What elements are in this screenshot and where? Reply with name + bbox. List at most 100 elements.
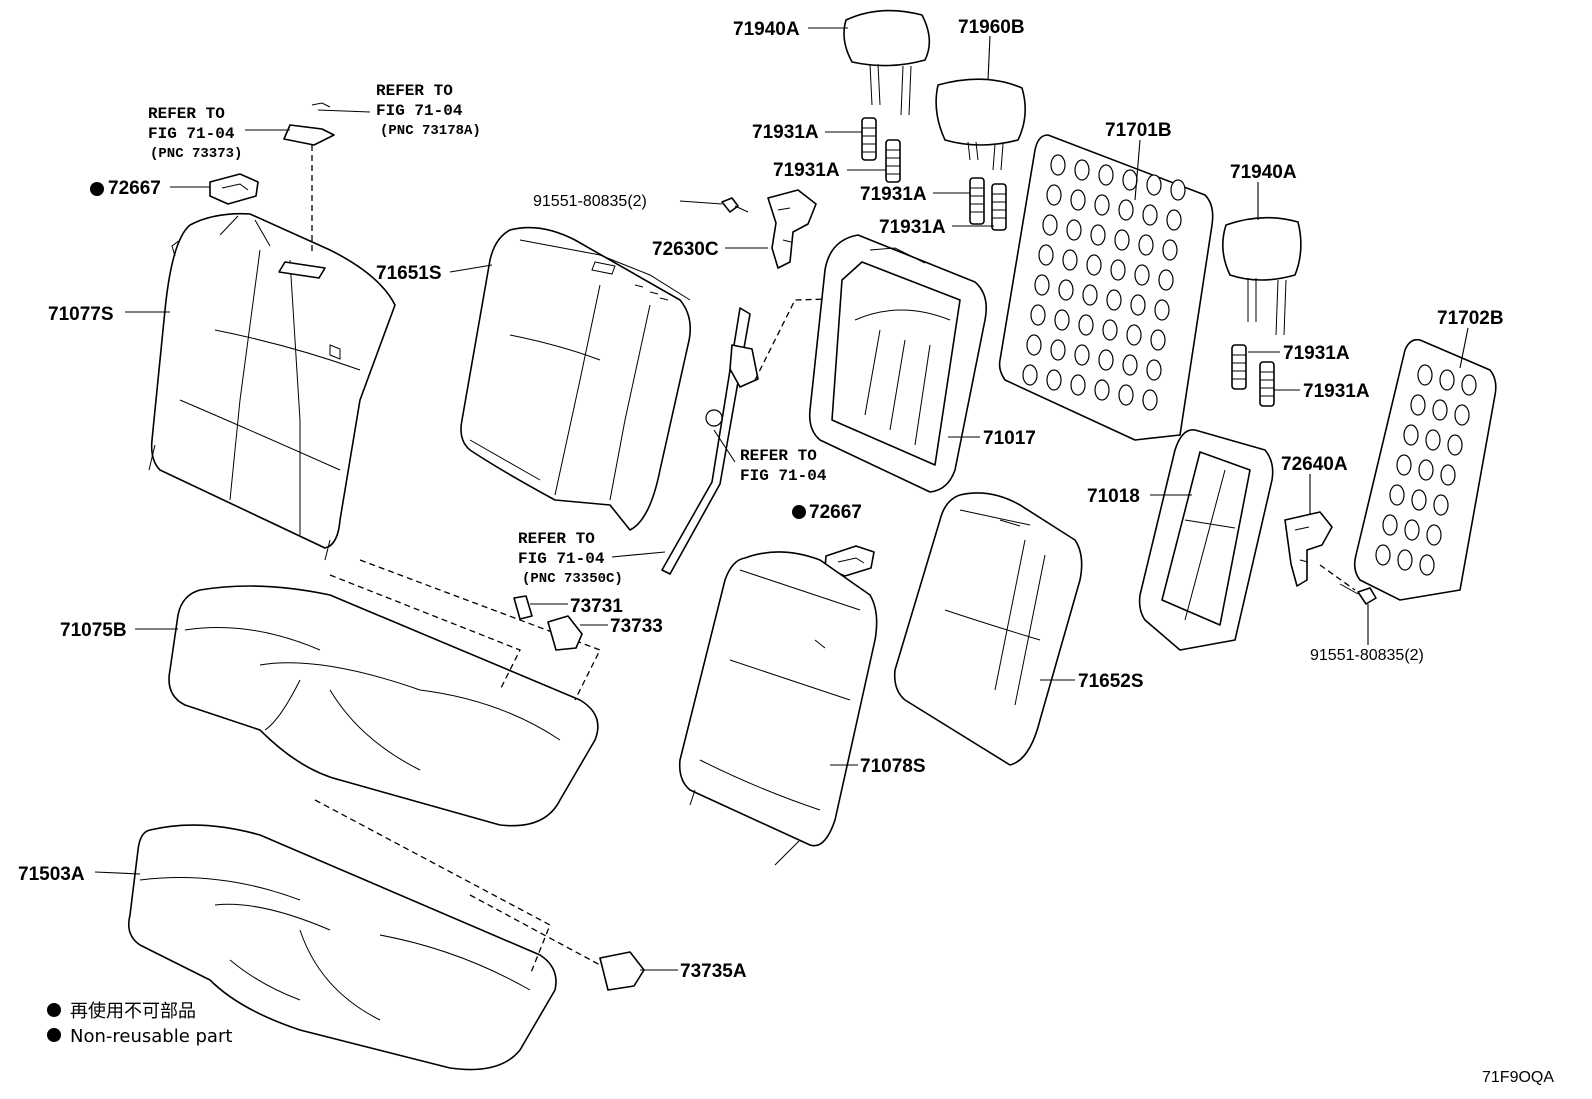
headrest-71940a-right[interactable] xyxy=(1222,216,1302,336)
pad-hole xyxy=(1166,209,1182,231)
pad-hole xyxy=(1126,324,1142,346)
callout-71075b: 71075B xyxy=(60,620,127,641)
pad-hole xyxy=(1432,399,1448,421)
pad-hole xyxy=(1375,544,1391,566)
headrest-guide-4[interactable] xyxy=(991,183,1007,231)
pad-hole xyxy=(1433,494,1449,516)
seatback-cover-71077s[interactable] xyxy=(148,212,396,561)
refer-note-3: REFER TO FIG 71-04 xyxy=(740,447,827,485)
callout-71931a-5: 71931A xyxy=(1283,343,1350,364)
callout-71931a-1: 71931A xyxy=(752,122,819,143)
pad-hole xyxy=(1030,304,1046,326)
headrest-guide-5[interactable] xyxy=(1231,344,1247,390)
figure-code: 71F9OQA xyxy=(1482,1069,1554,1086)
pad-hole xyxy=(1122,354,1138,376)
clip-73735a[interactable] xyxy=(599,951,645,991)
headrest-guide-2[interactable] xyxy=(885,139,901,183)
callout-71503a: 71503A xyxy=(18,864,85,885)
legend-text-jp: 再使用不可部品 xyxy=(70,1001,196,1022)
pad-hole xyxy=(1122,169,1138,191)
callout-73733: 73733 xyxy=(610,616,663,637)
callout-71931a-2: 71931A xyxy=(773,160,840,181)
seat-cushion-cover-71075b[interactable] xyxy=(168,585,599,827)
legend-text-en: Non-reusable part xyxy=(70,1026,232,1047)
svg-text:(PNC 73178A): (PNC 73178A) xyxy=(380,123,481,139)
callout-73735a: 73735A xyxy=(680,961,747,982)
part-72667-upper[interactable] xyxy=(209,173,259,205)
clip-73731[interactable] xyxy=(513,595,533,620)
seatback-cover-71651s[interactable] xyxy=(460,226,691,531)
pad-hole xyxy=(1110,259,1126,281)
refer-note-2: REFER TO FIG 71-04 (PNC 73178A) xyxy=(376,82,481,139)
pad-hole xyxy=(1410,394,1426,416)
headrest-guide-6[interactable] xyxy=(1259,361,1275,407)
pad-hole xyxy=(1042,214,1058,236)
seatback-pad-71702b[interactable] xyxy=(1353,338,1497,601)
pad-hole xyxy=(1086,254,1102,276)
svg-text:REFER TO: REFER TO xyxy=(376,82,453,100)
pad-hole xyxy=(1106,289,1122,311)
pad-hole xyxy=(1034,274,1050,296)
callout-71017: 71017 xyxy=(983,428,1036,449)
bolt-91551-upper[interactable] xyxy=(721,197,749,213)
callout-71701b: 71701B xyxy=(1105,120,1172,141)
bracket-72630c[interactable] xyxy=(767,189,817,269)
pad-hole xyxy=(1454,404,1470,426)
pad-hole xyxy=(1170,179,1186,201)
pad-hole xyxy=(1154,299,1170,321)
non-reusable-marker-2 xyxy=(792,505,806,519)
leader-lines xyxy=(94,27,1469,971)
pad-hole xyxy=(1058,279,1074,301)
headrest-71960b[interactable] xyxy=(935,78,1026,171)
pad-hole xyxy=(1138,234,1154,256)
part-73178a-clip[interactable] xyxy=(283,102,335,146)
pad-hole xyxy=(1082,284,1098,306)
bolt-91551-lower[interactable] xyxy=(1339,583,1377,605)
pad-hole xyxy=(1150,329,1166,351)
non-reusable-marker-1 xyxy=(90,182,104,196)
svg-text:(PNC 73350C): (PNC 73350C) xyxy=(522,571,623,587)
callout-72667-center: 72667 xyxy=(809,502,862,523)
pad-hole xyxy=(1118,384,1134,406)
pad-hole xyxy=(1074,344,1090,366)
clip-73733[interactable] xyxy=(547,615,583,651)
callout-72630c: 72630C xyxy=(652,239,719,260)
callout-71931a-6: 71931A xyxy=(1303,381,1370,402)
callout-71931a-3: 71931A xyxy=(860,184,927,205)
pad-hole xyxy=(1404,519,1420,541)
pad-hole xyxy=(1098,164,1114,186)
svg-text:FIG 71-04: FIG 71-04 xyxy=(376,102,463,120)
pad-hole xyxy=(1142,204,1158,226)
svg-text:(PNC 73373): (PNC 73373) xyxy=(150,146,242,162)
pad-hole xyxy=(1411,489,1427,511)
callout-71960b: 71960B xyxy=(958,17,1025,38)
pad-hole xyxy=(1417,364,1433,386)
pad-hole xyxy=(1078,314,1094,336)
pad-hole xyxy=(1070,374,1086,396)
headrest-guide-1[interactable] xyxy=(861,117,877,161)
pad-hole xyxy=(1158,269,1174,291)
legend-marker-jp xyxy=(47,1003,61,1017)
headrest-71940a-upper[interactable] xyxy=(843,9,931,116)
seatbelt-guide[interactable] xyxy=(661,307,759,575)
svg-text:REFER TO: REFER TO xyxy=(740,447,817,465)
legend: 再使用不可部品 Non-reusable part xyxy=(47,1001,232,1047)
callout-71651s: 71651S xyxy=(376,263,442,284)
pad-hole xyxy=(1050,339,1066,361)
seatback-frame-71017[interactable] xyxy=(808,234,988,493)
seatback-cover-71078s[interactable] xyxy=(678,551,878,866)
pad-hole xyxy=(1439,369,1455,391)
pad-hole xyxy=(1094,194,1110,216)
pad-hole xyxy=(1066,219,1082,241)
callout-91551-upper: 91551-80835(2) xyxy=(533,193,647,210)
pad-hole xyxy=(1062,249,1078,271)
seatback-cover-71652s[interactable] xyxy=(893,492,1083,766)
bracket-72640a[interactable] xyxy=(1284,511,1333,587)
svg-text:FIG 71-04: FIG 71-04 xyxy=(148,125,235,143)
seatback-pad-71701b[interactable] xyxy=(998,134,1214,441)
pad-hole xyxy=(1397,549,1413,571)
headrest-guide-3[interactable] xyxy=(969,177,985,225)
seatback-frame-71018[interactable] xyxy=(1138,429,1274,651)
pad-hole xyxy=(1026,334,1042,356)
seat-cushion-pad-71503a[interactable] xyxy=(127,824,557,1071)
